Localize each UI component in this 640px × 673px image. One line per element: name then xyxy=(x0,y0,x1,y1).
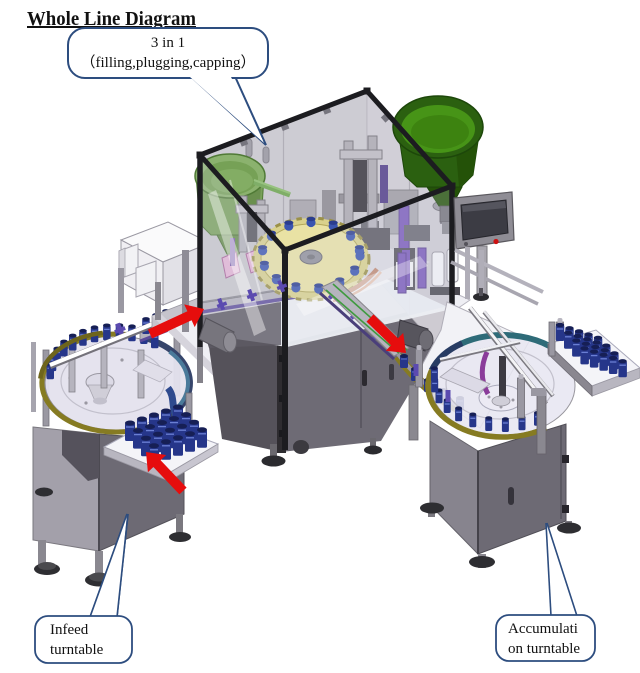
svg-text:Whole Line Diagram: Whole Line Diagram xyxy=(27,8,196,30)
svg-text:Infeed: Infeed xyxy=(50,622,89,638)
svg-text:3 in 1: 3 in 1 xyxy=(151,35,185,51)
svg-text:on turntable: on turntable xyxy=(508,641,580,657)
svg-text:turntable: turntable xyxy=(50,642,104,658)
svg-text:Accumulati: Accumulati xyxy=(508,621,578,637)
svg-text:（filling,plugging,capping）: （filling,plugging,capping） xyxy=(81,54,256,71)
